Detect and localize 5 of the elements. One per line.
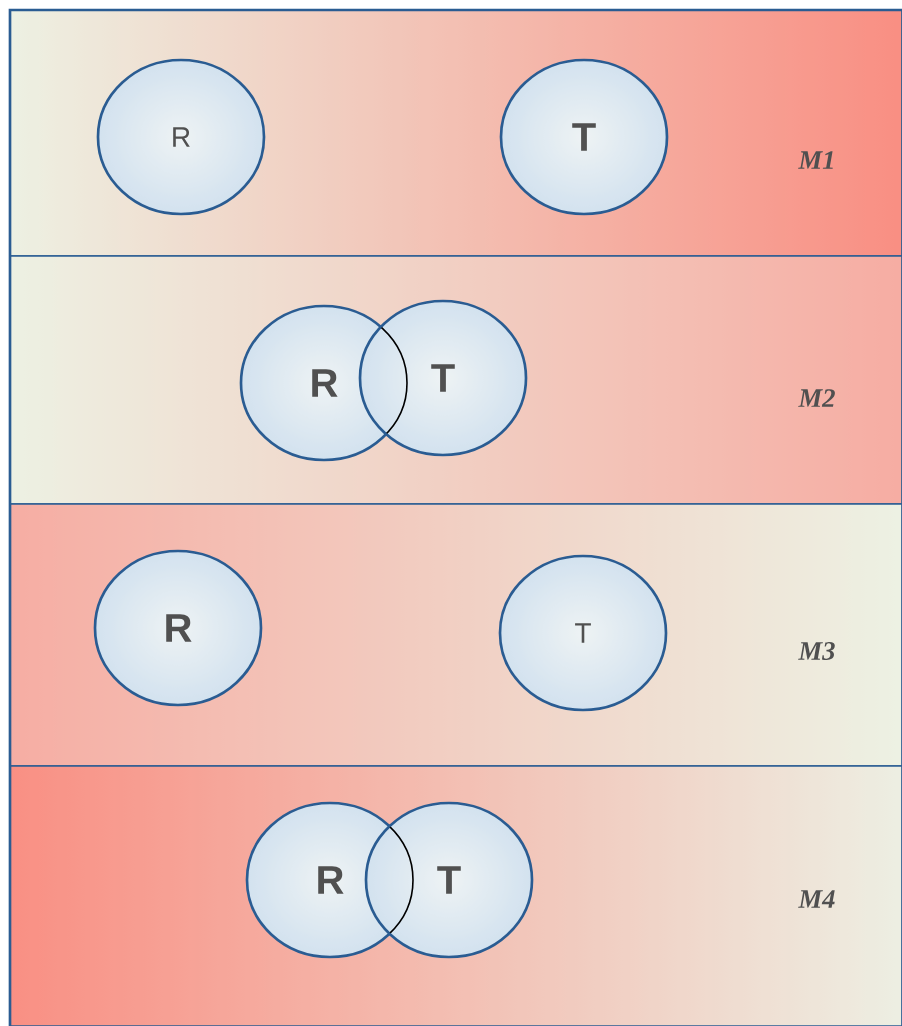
- row-label: M2: [798, 389, 835, 407]
- row-label: M1: [798, 151, 833, 169]
- node-label: T: [431, 364, 455, 392]
- row-label: M4: [798, 890, 835, 908]
- row-label: M3: [798, 642, 835, 660]
